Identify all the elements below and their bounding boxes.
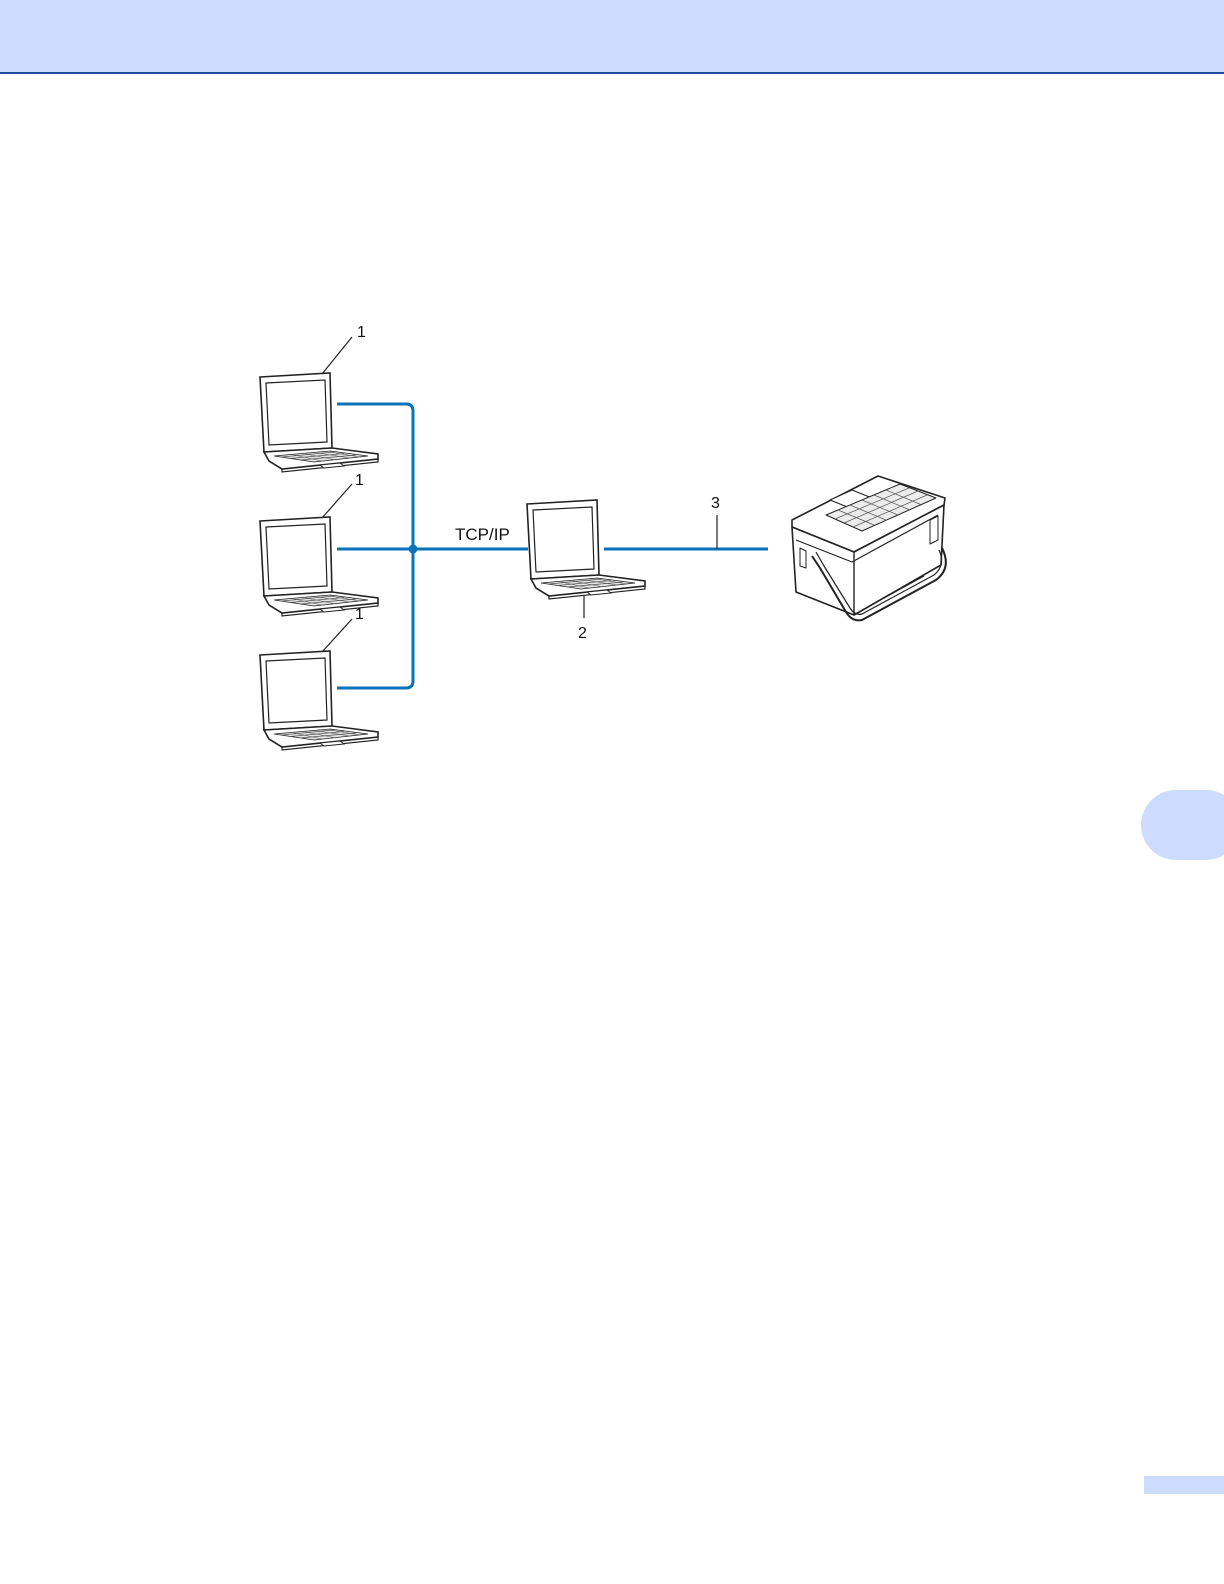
client-computer-2 [260, 517, 378, 616]
callout-2-host: 2 [578, 625, 587, 642]
bus-junction-dot [409, 545, 418, 554]
client-computer-3 [260, 651, 378, 750]
label-printer [792, 476, 946, 620]
callout-1-top: 1 [357, 324, 366, 341]
callout-leaders [322, 337, 717, 652]
client-computer-1 [260, 373, 378, 472]
client-bus-line [337, 404, 413, 688]
tcpip-label: TCP/IP [455, 525, 510, 544]
callout-1-middle: 1 [355, 472, 364, 489]
callout-3-usb: 3 [711, 495, 720, 512]
callout-1-bottom: 1 [355, 606, 364, 623]
